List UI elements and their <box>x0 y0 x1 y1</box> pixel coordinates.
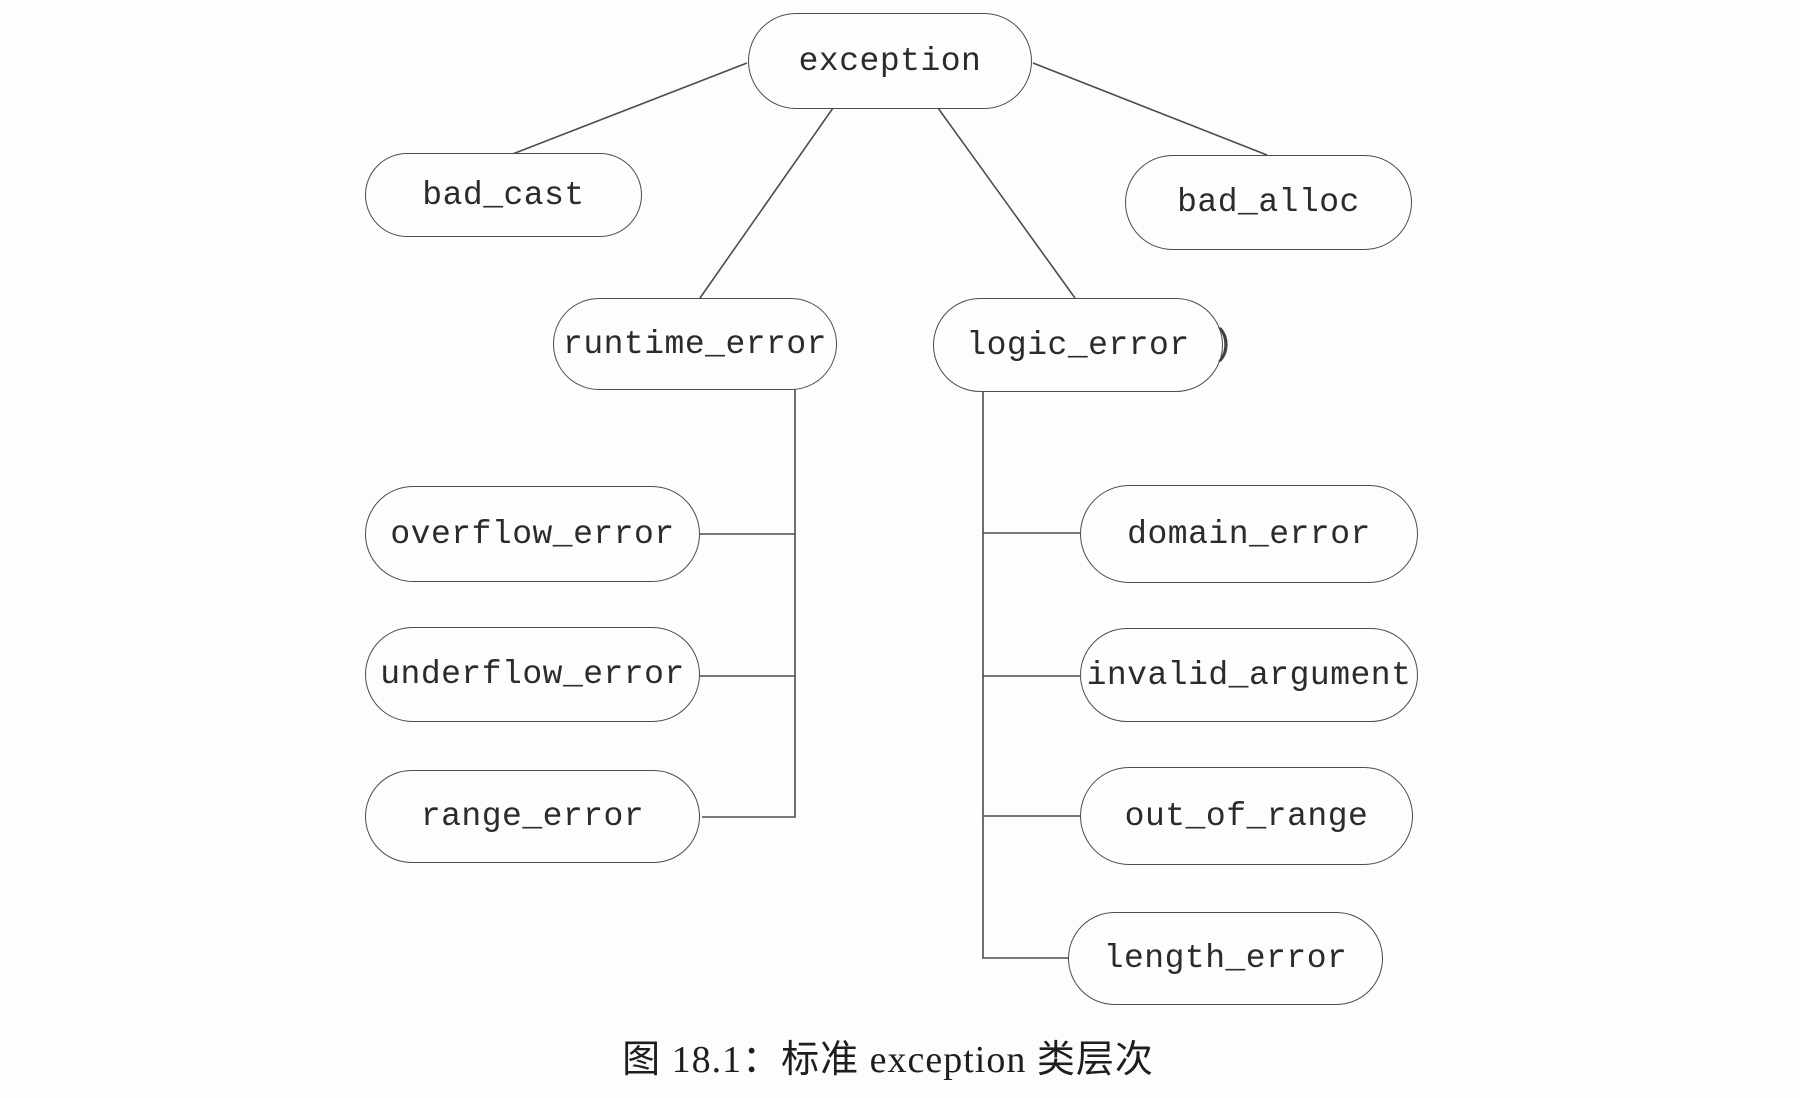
node-invalid-argument: invalid_argument <box>1080 628 1418 722</box>
edge-exception-bad-cast <box>509 62 748 156</box>
node-runtime-error: runtime_error <box>553 298 837 390</box>
node-bad-alloc: bad_alloc <box>1125 155 1412 250</box>
edge-runtime-error-trunk <box>702 389 796 818</box>
node-domain-error: domain_error <box>1080 485 1418 583</box>
figure-caption: 图 18.1：标准 exception 类层次 <box>622 1039 1154 1081</box>
node-length-error: length_error <box>1068 912 1383 1005</box>
node-bad-cast: bad_cast <box>365 153 642 237</box>
edge-exception-logic-error <box>937 107 1076 299</box>
node-overflow-error: overflow_error <box>365 486 700 582</box>
node-logic-error: logic_error <box>933 298 1223 392</box>
node-exception: exception <box>748 13 1032 109</box>
edge-logic-error-trunk <box>982 391 1068 959</box>
edge-exception-runtime-error <box>699 107 834 299</box>
stray-paren-artifact: ) <box>1212 324 1234 365</box>
node-underflow-error: underflow_error <box>365 627 700 722</box>
node-out-of-range: out_of_range <box>1080 767 1413 865</box>
edge-exception-bad-alloc <box>1032 62 1268 156</box>
node-range-error: range_error <box>365 770 700 863</box>
